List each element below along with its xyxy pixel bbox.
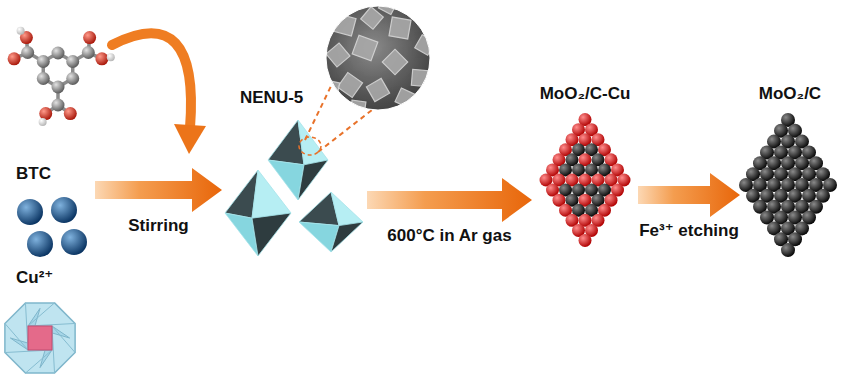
sem-crystal bbox=[366, 78, 389, 101]
pom-outline bbox=[5, 303, 75, 373]
atom bbox=[17, 27, 25, 35]
zoom-leader bbox=[318, 110, 372, 152]
node-label: BTC bbox=[16, 164, 51, 184]
copper-ion bbox=[51, 197, 77, 223]
atom bbox=[66, 72, 79, 85]
node-label: MoO₂/C-Cu bbox=[540, 84, 631, 104]
sem-ground bbox=[326, 6, 430, 110]
sem-crystal bbox=[337, 72, 362, 97]
particle-ball bbox=[781, 243, 795, 257]
moo2-c-particle bbox=[739, 113, 837, 257]
stage-node: BTC bbox=[6, 4, 106, 186]
pom-edge bbox=[28, 303, 55, 326]
node-label: NENU-5 bbox=[240, 88, 303, 108]
atom bbox=[64, 107, 77, 120]
sem-image bbox=[324, 0, 435, 116]
copper-ion bbox=[27, 231, 53, 257]
zoom-region bbox=[299, 137, 321, 155]
moo2-c-cu-particle bbox=[540, 113, 631, 247]
stage-node: MoO₂/C-Cu bbox=[532, 82, 638, 254]
atom bbox=[107, 53, 115, 61]
stage-node: Cu²⁺ bbox=[6, 192, 95, 290]
nenu5-octahedron bbox=[299, 192, 363, 252]
atom bbox=[8, 52, 21, 65]
octahedron-face bbox=[252, 213, 291, 256]
curved-arrow-head bbox=[174, 124, 206, 154]
particle-ball bbox=[579, 234, 592, 247]
atom bbox=[37, 55, 50, 68]
atom bbox=[52, 99, 65, 112]
pom-polyhedron bbox=[5, 303, 75, 373]
atom bbox=[37, 72, 50, 85]
atom bbox=[52, 81, 65, 94]
atom bbox=[95, 52, 108, 65]
atom bbox=[82, 46, 95, 59]
step-label: 600°C in Ar gas bbox=[387, 226, 511, 246]
atom bbox=[39, 118, 47, 126]
stage-node: NENU-5 bbox=[222, 86, 367, 258]
pom-edge bbox=[25, 350, 52, 373]
pom-center bbox=[28, 326, 52, 350]
octahedron-face bbox=[298, 160, 328, 200]
zoom-leader bbox=[305, 84, 332, 140]
copper-ion bbox=[61, 229, 87, 255]
octahedron-face bbox=[331, 192, 363, 226]
btc-molecule bbox=[8, 27, 115, 126]
nenu5-octahedron bbox=[268, 120, 328, 200]
atom bbox=[66, 55, 79, 68]
octahedron-face bbox=[298, 120, 328, 165]
octahedron-face bbox=[268, 160, 304, 200]
stage-node: MoO₂/C bbox=[740, 82, 840, 254]
atom bbox=[83, 31, 96, 44]
atom bbox=[52, 47, 65, 60]
pom-edge bbox=[5, 323, 28, 350]
octahedron-face bbox=[331, 222, 363, 252]
process-arrow bbox=[95, 168, 222, 212]
sem-crystal bbox=[415, 35, 435, 55]
sem-crystal bbox=[382, 49, 407, 74]
copper-ion bbox=[17, 199, 43, 225]
curved-arrow bbox=[112, 33, 191, 128]
sem-crystal bbox=[389, 17, 411, 39]
pom-edge bbox=[52, 326, 75, 353]
sem-crystal bbox=[352, 35, 378, 61]
node-label: MoO₂/C bbox=[759, 84, 821, 104]
nenu5-octahedron bbox=[225, 170, 291, 256]
step-label: Fe³⁺ etching bbox=[639, 221, 739, 241]
sem-border bbox=[326, 6, 430, 110]
atom bbox=[21, 46, 34, 59]
step-label: Stirring bbox=[128, 216, 188, 236]
node-label: Cu²⁺ bbox=[16, 268, 53, 288]
atom bbox=[39, 107, 52, 120]
process-arrow bbox=[638, 173, 740, 217]
sem-crystal bbox=[326, 43, 350, 67]
sem-crystal bbox=[361, 7, 384, 30]
process-arrow bbox=[367, 178, 532, 222]
